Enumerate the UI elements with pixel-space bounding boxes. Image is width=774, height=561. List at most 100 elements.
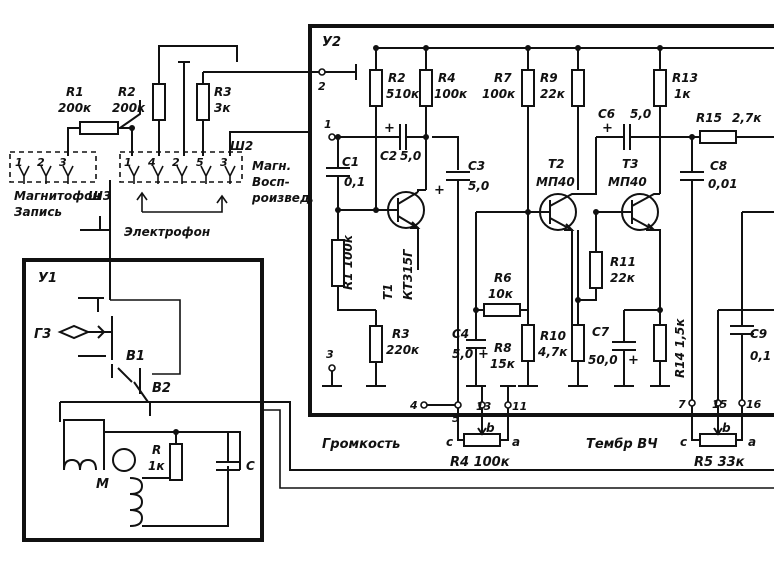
svg-text:+: + [434,183,445,198]
r11-value: 22к [610,271,636,285]
r8-value: 15к [490,357,516,371]
r4pot-c: с [446,435,453,449]
terminal-7 [688,399,696,407]
c9-value: 0,1 [750,349,771,363]
g3-jack [57,324,112,340]
capacitor-c6 [596,124,700,150]
pin-left-1: 1 [15,156,23,169]
r7-name: R7 [494,71,512,85]
capacitor-c9 [730,211,774,400]
g3-label: Г3 [34,327,51,342]
svg-text:+: + [628,353,639,368]
pin-right-5: 5 [196,156,204,169]
r5pot-a: а [748,435,756,449]
resistor-r1 [79,121,119,135]
r5pot-caption: Тембр ВЧ [586,437,658,452]
r2-value: 200к [112,101,146,115]
r15-value: 2,7к [732,111,762,125]
cm-name: C [246,459,255,473]
r7-value: 100к [482,87,516,101]
r15-name: R15 [696,111,722,125]
r2b-value: 510к [386,87,420,101]
terminal-5-label: 5 [452,412,460,425]
resistor-r7 [521,69,535,107]
phono-label: Электрофон [124,225,210,239]
terminal-1-label: 1 [324,118,332,131]
b1-label: В1 [126,349,145,364]
terminal-7-label: 7 [678,398,686,411]
junction-dots [129,45,695,435]
r3-value: 3к [214,101,231,115]
playback-label-2: Восп- [252,175,290,189]
resistor-r11 [589,251,603,289]
r1-value: 200к [58,101,92,115]
capacitor-c2 [399,124,426,150]
r3b-name: R3 [392,327,410,341]
r4pot-b: b [486,421,495,435]
r8-name: R8 [494,341,512,355]
r2b-name: R2 [388,71,406,85]
resistor-r8 [521,324,535,362]
playback-label-1: Магн. [252,159,291,173]
capacitor-c3 [446,171,470,405]
pin-left-3: 3 [59,156,67,169]
t3-type: МП40 [608,175,647,189]
r14-label: R14 1,5к [673,318,687,378]
sh2-label: Ш2 [230,139,253,153]
r4-name: R4 [438,71,456,85]
t2-type: МП40 [536,175,575,189]
module-u2-label: У2 [322,35,341,50]
capacitor-c4 [466,310,486,387]
svg-text:+: + [384,121,395,136]
pin-right-2: 2 [172,156,180,169]
pin-right-3: 3 [220,156,228,169]
connector-right-pins [128,165,236,184]
r1b-label: R1 100к [341,234,355,290]
r1-name: R1 [66,85,84,99]
module-u1-frame [22,258,264,542]
terminal-16 [738,399,746,407]
t2-name: T2 [548,157,565,171]
r6-value: 10к [488,287,514,301]
r4pot-name: R4 100к [450,455,511,470]
c8-value: 0,01 [708,177,738,191]
terminal-4 [420,401,428,409]
resistor-r3b [369,325,383,363]
r9-name: R9 [540,71,558,85]
c2-value: 5,0 [400,149,421,163]
r6-name: R6 [494,271,512,285]
resistor-r6 [483,303,521,317]
c4-value: 5,0 [452,347,473,361]
r2-name: R2 [118,85,136,99]
r5pot-name: R5 33к [694,455,746,470]
terminal-1 [328,133,336,141]
r10-value: 4,7к [537,345,568,359]
t3-name: T3 [622,157,639,171]
terminal-3-label: 3 [326,348,334,361]
r9-value: 22к [540,87,566,101]
terminal-2-label: 2 [318,80,326,93]
phono-bracket [141,194,223,213]
resistor-r2b [369,69,383,107]
terminal-11-label: 11 [512,400,527,413]
r4pot-caption: Громкость [322,437,400,452]
pin-right-1: 1 [124,156,132,169]
resistor-top-left [152,83,166,121]
r4-value: 100к [434,87,468,101]
terminal-11 [504,401,512,409]
r10-name: R10 [540,329,566,343]
pin-right-4: 4 [147,156,156,169]
c1-value: 0,1 [344,175,365,189]
c6-name: C6 [598,107,615,121]
svg-text:+: + [602,121,613,136]
r4pot-a: а [512,435,520,449]
svg-text:+: + [478,347,489,362]
resistor-r14 [653,324,667,362]
motor-symbol [112,448,136,472]
resistor-r9 [571,69,585,107]
c8-name: C8 [710,159,727,173]
t1-type: КТ315Г [401,248,415,300]
terminal-3 [328,364,336,372]
motor-winding-top [63,419,105,471]
